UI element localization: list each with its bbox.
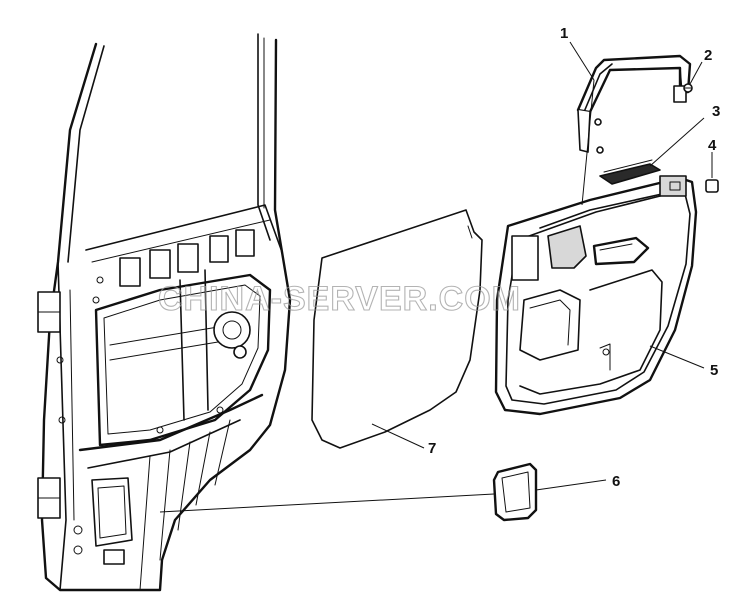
part-5-trim-panel bbox=[494, 175, 698, 416]
callout-4: 4 bbox=[708, 137, 717, 154]
watermark-text: CHINA-SERVER.COM bbox=[158, 280, 521, 318]
leader-lines bbox=[159, 41, 713, 513]
leader-3 bbox=[649, 117, 705, 167]
part-7-vapor-barrier bbox=[311, 209, 483, 449]
callout-2: 2 bbox=[704, 47, 712, 64]
leader-1 bbox=[569, 41, 595, 81]
leader-1b bbox=[581, 79, 595, 206]
leader-2 bbox=[689, 61, 703, 85]
callout-3: 3 bbox=[712, 103, 720, 120]
leader-6b bbox=[159, 493, 495, 513]
callout-6: 6 bbox=[612, 473, 620, 490]
leader-5 bbox=[649, 345, 705, 369]
callout-1: 1 bbox=[560, 25, 568, 42]
callout-labels: 1 2 3 4 5 6 7 bbox=[428, 25, 720, 490]
part-4-clip bbox=[705, 179, 719, 193]
part-3-switch-bezel bbox=[599, 159, 661, 185]
callout-5: 5 bbox=[710, 362, 718, 379]
part-1-grab-handle bbox=[576, 54, 692, 154]
door-frame bbox=[37, 33, 292, 592]
leader-6 bbox=[535, 479, 607, 491]
part-6-access-cover bbox=[492, 462, 538, 522]
leader-7 bbox=[371, 423, 425, 449]
callout-7: 7 bbox=[428, 440, 436, 457]
part-2-screw bbox=[683, 83, 693, 93]
